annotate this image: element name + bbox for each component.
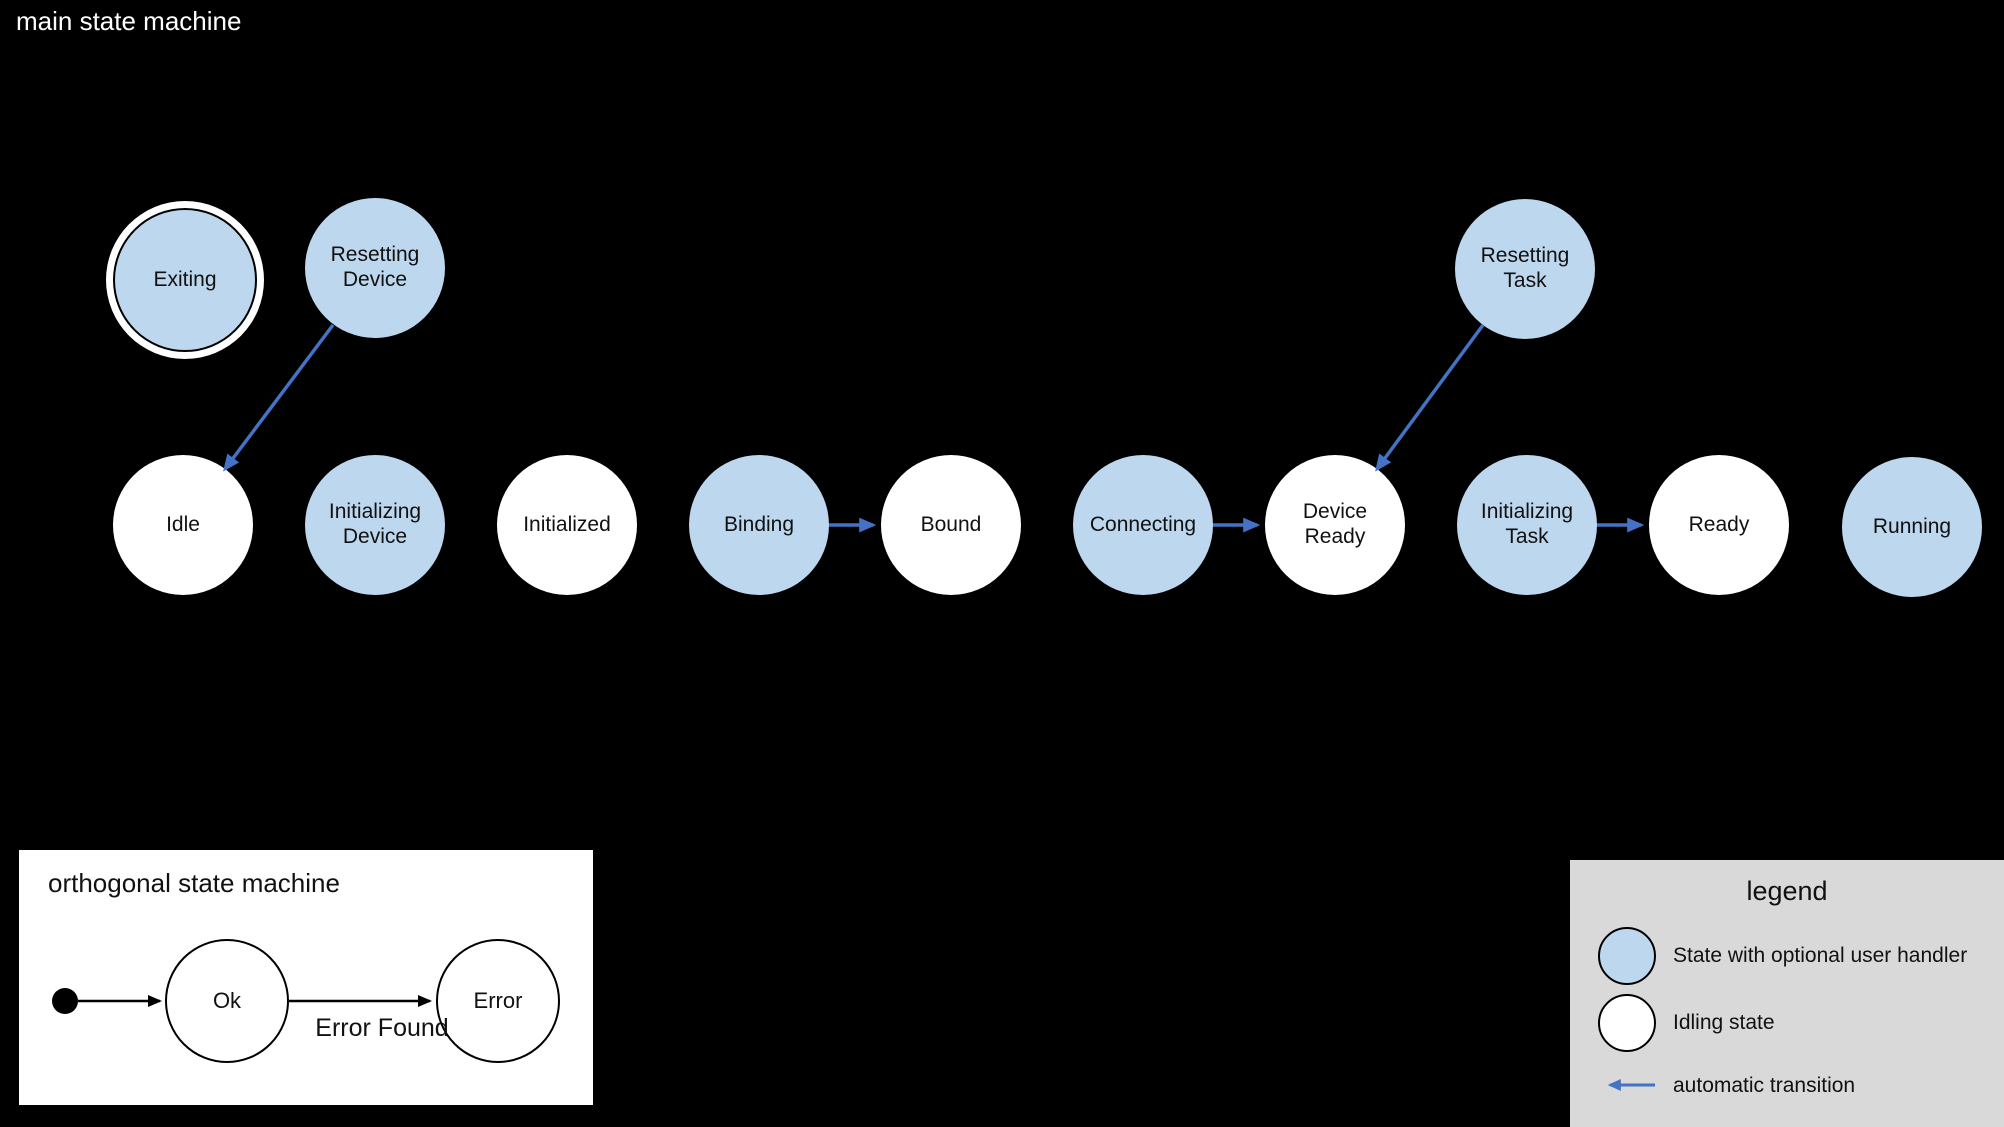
state-idle: Idle: [113, 455, 253, 595]
state-running: Running: [1842, 457, 1982, 597]
legend-item-label: Idling state: [1673, 1011, 1775, 1034]
state-label: Resetting Task: [1480, 244, 1570, 292]
main-diagram-title: main state machine: [16, 6, 242, 36]
state-label: Initializing Device: [328, 500, 422, 548]
state-exiting: Exiting: [113, 208, 257, 352]
state-resetting-task: Resetting Task: [1455, 199, 1595, 339]
state-initializing-device: Initializing Device: [305, 455, 445, 595]
idling-state-icon: [1598, 994, 1656, 1052]
state-label: Resetting Device: [330, 243, 420, 291]
state-connecting: Connecting: [1073, 455, 1213, 595]
transition-resetting-device-to-idle: [223, 323, 335, 472]
state-label: Error: [473, 988, 523, 1013]
state-resetting-device: Resetting Device: [305, 198, 445, 338]
orthogonal-panel: orthogonal state machine Ok Error Error …: [19, 850, 593, 1105]
state-label: Device Ready: [1302, 500, 1368, 548]
state-initializing-task: Initializing Task: [1457, 455, 1597, 595]
legend-panel: legend State with optional user handler …: [1570, 860, 2004, 1127]
state-ready: Ready: [1649, 455, 1789, 595]
initial-state-dot: [52, 988, 78, 1014]
state-ok: Ok: [165, 939, 289, 1063]
state-label: Ready: [1688, 512, 1750, 536]
user-handler-state-icon: [1598, 927, 1656, 985]
state-label: Initializing Task: [1480, 500, 1574, 548]
state-label: Bound: [920, 512, 982, 536]
state-label: Initialized: [523, 512, 611, 536]
state-label: Exiting: [153, 267, 217, 291]
state-label: Ok: [212, 988, 242, 1013]
state-binding: Binding: [689, 455, 829, 595]
state-label: Running: [1872, 514, 1952, 538]
state-error: Error: [436, 939, 560, 1063]
state-label: Idle: [166, 512, 200, 536]
state-bound: Bound: [881, 455, 1021, 595]
state-label: Connecting: [1089, 512, 1197, 536]
orthogonal-panel-title: orthogonal state machine: [48, 868, 340, 898]
transition-resetting-task-to-device-ready: [1375, 323, 1485, 472]
legend-item-label: State with optional user handler: [1673, 944, 1968, 967]
legend-title: legend: [1746, 876, 1828, 906]
state-label: Binding: [723, 512, 795, 536]
state-initialized: Initialized: [497, 455, 637, 595]
legend-item-label: automatic transition: [1673, 1074, 1856, 1097]
state-device-ready: Device Ready: [1265, 455, 1405, 595]
transition-label-error-found: Error Found: [315, 1014, 449, 1042]
